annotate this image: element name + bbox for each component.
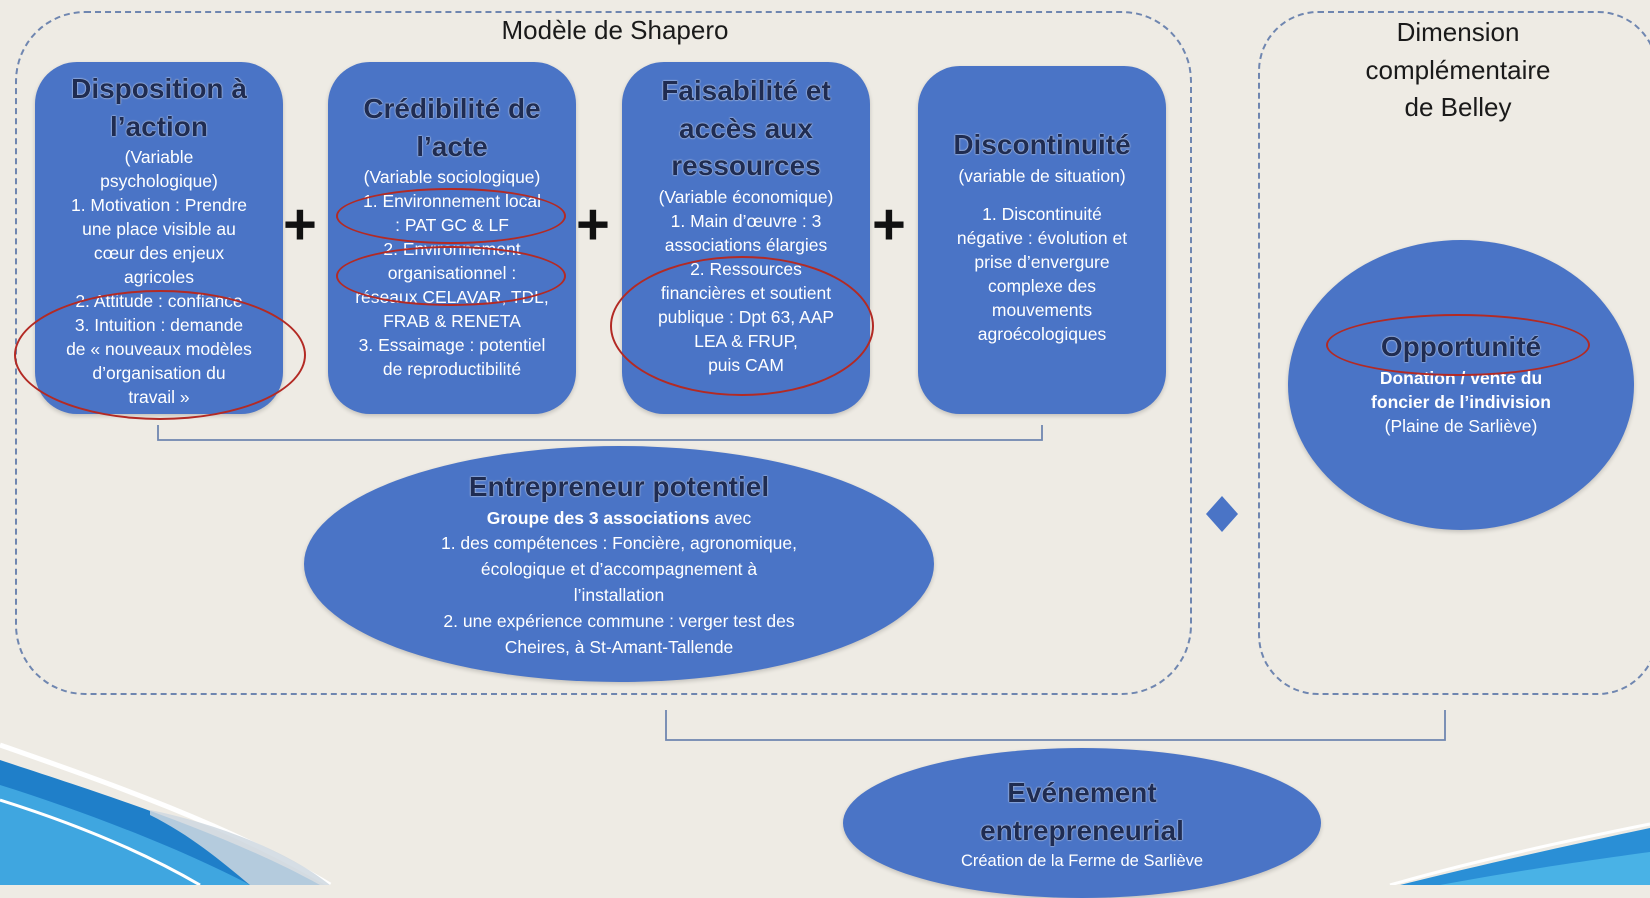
corner-swoosh-right xyxy=(1389,822,1650,885)
opportunite-line: (Plaine de Sarliève) xyxy=(1384,415,1538,436)
belley-dimension-title: Dimension complémentaire de Belley xyxy=(1365,17,1551,123)
card-body: 1. Discontinuité négative : évolution et… xyxy=(956,203,1128,344)
bracket-line xyxy=(157,425,1043,441)
card-subtitle: (Variable sociologique) xyxy=(363,167,541,188)
card-title: Discontinuité xyxy=(953,129,1131,160)
entrepreneur-line: écologique et d’accompagnement à xyxy=(480,558,758,579)
plus-sign: + xyxy=(283,192,317,257)
evenement-subtitle: Création de la Ferme de Sarliève xyxy=(960,852,1204,871)
corner-swoosh-left xyxy=(0,742,332,885)
highlight-circle xyxy=(1326,314,1590,376)
entrepreneur-line: 2. une expérience commune : verger test … xyxy=(443,610,795,631)
card-discontinuite: Discontinuité (variable de situation) 1.… xyxy=(918,66,1166,414)
highlight-circle xyxy=(14,290,306,420)
plus-sign: + xyxy=(872,192,906,257)
belley-dimension-frame xyxy=(1258,11,1650,695)
card-subtitle: (variable de situation) xyxy=(958,165,1126,186)
diamond-connector xyxy=(1206,496,1238,532)
entrepreneur-group: Groupe des 3 associations avec xyxy=(486,507,752,528)
highlight-circle xyxy=(610,256,874,396)
entrepreneur-title: Entrepreneur potentiel xyxy=(468,471,770,502)
highlight-circle xyxy=(336,246,566,306)
entrepreneur-potentiel-ellipse: Entrepreneur potentiel Groupe des 3 asso… xyxy=(304,446,934,682)
highlight-circle xyxy=(336,188,566,244)
opportunite-line: foncier de l’indivision xyxy=(1371,391,1551,412)
entrepreneur-line: Cheires, à St-Amant-Tallende xyxy=(504,636,734,657)
entrepreneur-line: 1. des compétences : Foncière, agronomiq… xyxy=(440,532,798,553)
card-subtitle: (Variable économique) xyxy=(658,186,834,207)
shapero-model-title: Modèle de Shapero xyxy=(501,15,729,45)
bracket-line xyxy=(665,710,1446,741)
entrepreneur-line: l’installation xyxy=(573,584,665,605)
plus-sign: + xyxy=(576,192,610,257)
